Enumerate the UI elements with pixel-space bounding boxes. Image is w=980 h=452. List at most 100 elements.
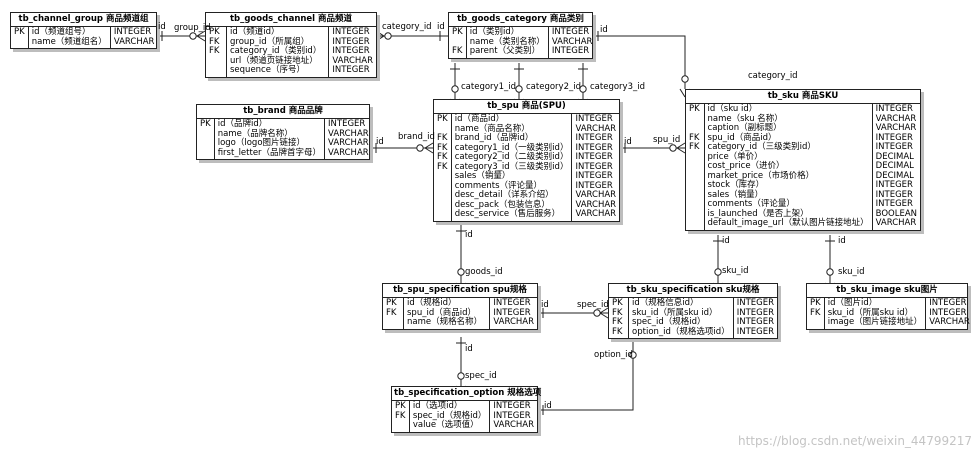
field-type: INTEGER bbox=[575, 161, 613, 172]
field-name: category1_id（一级类别id） bbox=[454, 142, 569, 153]
field-type: INTEGER bbox=[332, 46, 370, 56]
field-name: price（单价） bbox=[707, 151, 763, 162]
rel-label-id: id bbox=[465, 344, 473, 354]
many-marker bbox=[424, 142, 434, 149]
many-marker bbox=[375, 35, 385, 42]
field-type: INTEGER bbox=[575, 133, 613, 143]
key-marker: PK bbox=[612, 298, 623, 308]
column-fields: id（图片id）sku_id（所属sku id）image（图片链接地址） bbox=[825, 298, 927, 329]
field-type: INTEGER bbox=[575, 152, 613, 162]
field-type: VARCHAR bbox=[493, 420, 534, 430]
field-name: comments（评论量） bbox=[707, 199, 795, 209]
field-type: VARCHAR bbox=[875, 218, 917, 228]
field-type: INTEGER bbox=[736, 307, 774, 318]
many-marker bbox=[196, 35, 206, 42]
table-title: tb_sku_specification sku规格 bbox=[609, 284, 777, 298]
field-type: BOOLEAN bbox=[875, 208, 917, 219]
rel-label-id: id bbox=[624, 137, 632, 147]
field-type: INTEGER bbox=[332, 36, 370, 47]
field-type: VARCHAR bbox=[575, 190, 617, 200]
field-type: INTEGER bbox=[328, 119, 366, 129]
field-name: category3_id（三级类别id） bbox=[454, 161, 569, 172]
field-type: VARCHAR bbox=[493, 317, 534, 327]
many-marker bbox=[676, 142, 686, 149]
field-name: group_id（所属组） bbox=[230, 36, 310, 47]
key-marker bbox=[200, 130, 211, 140]
rel-label-id: id bbox=[544, 401, 552, 411]
key-marker: FK bbox=[612, 307, 623, 318]
key-marker: PK bbox=[452, 27, 463, 37]
field-name: image（图片链接地址） bbox=[827, 317, 923, 327]
field-name: desc_detail（详系介绍） bbox=[454, 190, 554, 200]
rel-label-id: id bbox=[437, 22, 445, 32]
field-name: category_id（类别id） bbox=[230, 46, 322, 56]
key-marker bbox=[689, 219, 701, 229]
rel-label-category3-id: category3_id bbox=[590, 82, 645, 92]
key-marker bbox=[437, 191, 448, 201]
field-name: id（商品id） bbox=[454, 114, 505, 124]
many-marker bbox=[599, 312, 609, 319]
key-marker bbox=[14, 38, 25, 48]
rel-label-sku-id: sku_id bbox=[838, 267, 865, 277]
field-type: INTEGER bbox=[551, 27, 590, 37]
table-title: tb_specification_option 规格选项 bbox=[392, 387, 541, 401]
field-name: desc_pack（包装信息） bbox=[454, 199, 550, 210]
key-marker bbox=[200, 139, 211, 149]
field-type: INTEGER bbox=[332, 65, 370, 75]
field-name: spec_id（规格id） bbox=[632, 317, 706, 327]
rel-label-id: id bbox=[541, 300, 549, 310]
key-marker: FK bbox=[810, 307, 821, 318]
field-type: VARCHAR bbox=[113, 36, 155, 47]
connector-option-id bbox=[537, 337, 634, 411]
field-name: comments（评论量） bbox=[454, 180, 543, 191]
field-type: VARCHAR bbox=[328, 138, 369, 148]
field-type: INTEGER bbox=[493, 298, 531, 308]
key-marker bbox=[209, 57, 223, 67]
table-title: tb_brand 商品品牌 bbox=[197, 105, 369, 119]
key-marker: PK bbox=[437, 114, 448, 124]
key-marker: PK bbox=[386, 298, 397, 308]
key-marker bbox=[209, 66, 223, 76]
field-name: id（频道组号） bbox=[31, 27, 91, 37]
field-name: id（sku id） bbox=[707, 104, 758, 114]
key-marker bbox=[689, 162, 701, 172]
rel-label-option-id: option_id bbox=[594, 350, 633, 360]
table-title: tb_sku_image sku图片 bbox=[807, 284, 967, 298]
rel-label-spu-id: spu_id bbox=[653, 135, 681, 145]
field-type: INTEGER bbox=[575, 114, 613, 124]
column-fields: id（规格信息id）sku_id（所属sku id）spec_id（规格id）o… bbox=[629, 298, 734, 338]
key-marker: PK bbox=[209, 27, 220, 37]
key-marker bbox=[689, 200, 701, 210]
field-name: id（品牌id） bbox=[217, 119, 268, 129]
zero-marker bbox=[669, 144, 677, 152]
field-type: INTEGER bbox=[736, 298, 774, 308]
field-name: value（选项值） bbox=[412, 420, 479, 430]
key-marker: FK bbox=[689, 142, 700, 152]
field-type: INTEGER bbox=[493, 401, 531, 411]
field-name: desc_service（售后服务） bbox=[454, 209, 561, 219]
field-type: INTEGER bbox=[875, 189, 913, 200]
rel-label-goods-id: goods_id bbox=[465, 267, 503, 277]
table-title: tb_goods_channel 商品频道 bbox=[206, 13, 376, 27]
field-type: VARCHAR bbox=[575, 199, 617, 210]
zero-marker bbox=[457, 372, 465, 380]
field-name: option_id（规格选项id） bbox=[632, 326, 730, 337]
field-type: VARCHAR bbox=[875, 123, 917, 133]
key-marker bbox=[689, 153, 701, 163]
key-marker: PK bbox=[810, 298, 821, 308]
